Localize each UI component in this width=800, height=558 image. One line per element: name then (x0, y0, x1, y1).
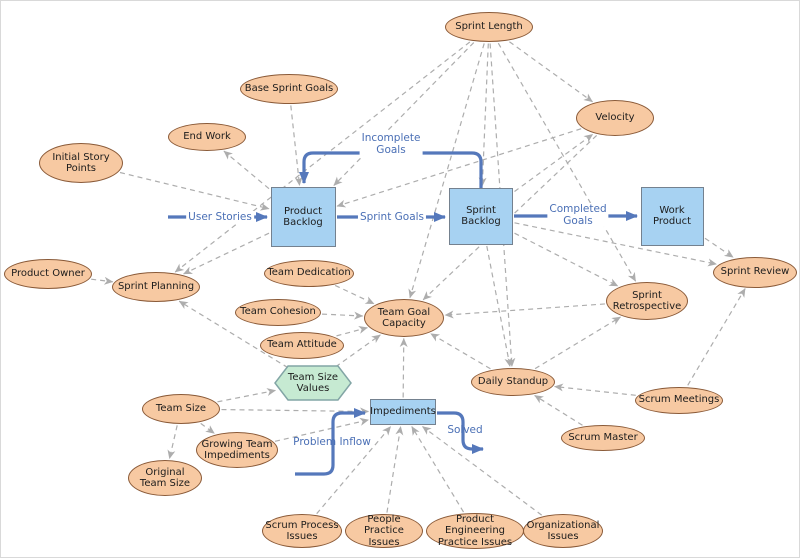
edge-sprint-backlog-to-velocity (514, 133, 594, 192)
flow-pipe-incomplete-goals[interactable] (299, 151, 483, 188)
node-label: Scrum Process Issues (265, 519, 339, 542)
node-team-goal-capacity[interactable]: Team Goal Capacity (364, 299, 444, 337)
node-team-size-values[interactable]: Team Size Values (274, 365, 352, 401)
edge-velocity-to-product-backlog (336, 128, 582, 208)
node-scrum-process-issues[interactable]: Scrum Process Issues (262, 514, 342, 548)
node-team-size[interactable]: Team Size (142, 394, 220, 424)
edge-team-size-to-original-team-size (167, 425, 178, 460)
node-label: Growing Team Impediments (201, 438, 273, 461)
edge-sprint-length-to-velocity (509, 41, 593, 103)
hexagon-shape (274, 365, 352, 401)
node-label: Base Sprint Goals (244, 83, 334, 95)
edge-scrum-meetings-to-sprint-review (687, 288, 746, 386)
node-original-team-size[interactable]: Original Team Size (128, 460, 202, 496)
edge-team-cohesion-to-team-goal-capacity (322, 311, 364, 320)
edge-daily-standup-to-sprint-retrospective (534, 316, 621, 370)
edge-sprint-retrospective-to-team-goal-capacity (444, 303, 605, 319)
node-team-cohesion[interactable]: Team Cohesion (235, 298, 321, 326)
node-label: Work Product (653, 204, 691, 227)
node-label: Sprint Planning (117, 281, 195, 293)
node-label: Team Goal Capacity (377, 306, 431, 329)
node-label: People Practice Issues (364, 514, 404, 548)
node-daily-standup[interactable]: Daily Standup (471, 368, 555, 396)
node-work-product[interactable]: Work Product (640, 186, 704, 246)
edge-organizational-issues-to-impediments (422, 426, 543, 516)
node-sprint-retrospective[interactable]: Sprint Retrospective (606, 282, 688, 320)
node-label: Product Engineering Practice Issues (437, 514, 513, 548)
node-sprint-backlog[interactable]: Sprint Backlog (449, 187, 513, 245)
node-people-practice-issues[interactable]: People Practice Issues (345, 514, 423, 548)
node-scrum-master[interactable]: Scrum Master (561, 425, 645, 451)
node-label: Scrum Master (568, 432, 638, 444)
node-team-attitude[interactable]: Team Attitude (260, 331, 344, 359)
node-growing-team-impediments[interactable]: Growing Team Impediments (196, 432, 278, 468)
node-label: Product Backlog (283, 205, 323, 228)
edge-sprint-backlog-to-sprint-review (514, 222, 717, 267)
node-product-backlog[interactable]: Product Backlog (270, 187, 336, 247)
node-label: Product Owner (11, 268, 85, 280)
node-product-owner[interactable]: Product Owner (4, 259, 92, 289)
node-label: Organizational Issues (526, 519, 600, 542)
edge-growing-team-impediments-to-impediments (274, 417, 369, 442)
node-label: Team Dedication (267, 267, 351, 279)
node-organizational-issues[interactable]: Organizational Issues (523, 514, 603, 548)
node-label: Team Attitude (267, 339, 337, 351)
edge-team-size-to-impediments (221, 407, 369, 416)
edge-sprint-length-to-sprint-retrospective (497, 42, 637, 282)
edge-daily-standup-to-team-goal-capacity (430, 333, 491, 370)
node-team-dedication[interactable]: Team Dedication (264, 259, 354, 287)
edge-product-owner-to-sprint-planning (91, 276, 114, 285)
edge-team-attitude-to-team-goal-capacity (336, 325, 368, 337)
node-label: Sprint Length (455, 21, 523, 33)
edge-sprint-backlog-to-sprint-retrospective (514, 232, 619, 287)
edge-people-practice-issues-to-impediments (386, 426, 404, 513)
edge-team-size-values-to-sprint-planning (178, 300, 289, 369)
edge-team-size-values-to-team-goal-capacity (335, 334, 381, 368)
edge-sprint-length-to-product-backlog (333, 42, 475, 186)
node-label: Sprint Retrospective (612, 289, 682, 312)
node-label: Initial Story Points (52, 151, 110, 174)
node-initial-story-points[interactable]: Initial Story Points (39, 143, 123, 183)
node-velocity[interactable]: Velocity (576, 100, 654, 136)
edge-sprint-length-to-team-goal-capacity (408, 43, 485, 299)
edge-initial-story-points-to-product-backlog (119, 171, 270, 211)
edge-work-product-to-sprint-review (704, 237, 734, 258)
node-label: End Work (183, 131, 231, 143)
edge-team-size-to-growing-team-impediments (200, 422, 215, 434)
flow-pipe-solved[interactable] (437, 411, 484, 454)
node-label: Team Size (155, 403, 207, 415)
node-label: Velocity (595, 112, 635, 124)
node-label: Daily Standup (477, 376, 549, 388)
node-label: Impediments (370, 406, 436, 418)
edge-sprint-length-to-sprint-backlog (478, 43, 489, 187)
node-product-engineering-practice-issues[interactable]: Product Engineering Practice Issues (426, 513, 524, 549)
node-label: Sprint Review (720, 266, 790, 278)
node-impediments[interactable]: Impediments (370, 399, 436, 425)
edge-scrum-meetings-to-daily-standup (554, 383, 636, 396)
flow-pipe-problem-inflow[interactable] (295, 408, 366, 476)
node-base-sprint-goals[interactable]: Base Sprint Goals (240, 74, 338, 104)
edge-base-sprint-goals-to-product-backlog (290, 105, 303, 186)
node-scrum-meetings[interactable]: Scrum Meetings (635, 386, 723, 414)
edge-sprint-backlog-to-daily-standup (486, 245, 513, 368)
node-label: Team Size Values (287, 371, 339, 394)
node-label: Scrum Meetings (638, 394, 720, 406)
node-sprint-planning[interactable]: Sprint Planning (112, 272, 200, 302)
edge-scrum-process-issues-to-impediments (316, 426, 392, 515)
edge-team-dedication-to-team-goal-capacity (334, 284, 375, 305)
node-label: Original Team Size (139, 466, 191, 489)
edge-impediments-to-team-goal-capacity (399, 337, 408, 398)
edge-product-backlog-to-sprint-planning (183, 232, 270, 275)
edge-product-backlog-to-end-work (223, 150, 270, 190)
node-label: Sprint Backlog (461, 204, 501, 227)
node-sprint-review[interactable]: Sprint Review (713, 256, 797, 288)
edge-product-engineering-practice-issues-to-impediments (411, 426, 465, 513)
edge-scrum-master-to-daily-standup (534, 394, 583, 426)
node-sprint-length[interactable]: Sprint Length (445, 12, 533, 42)
node-label: Team Cohesion (240, 306, 316, 318)
node-end-work[interactable]: End Work (168, 123, 246, 151)
edge-team-size-to-team-size-values (217, 388, 277, 403)
